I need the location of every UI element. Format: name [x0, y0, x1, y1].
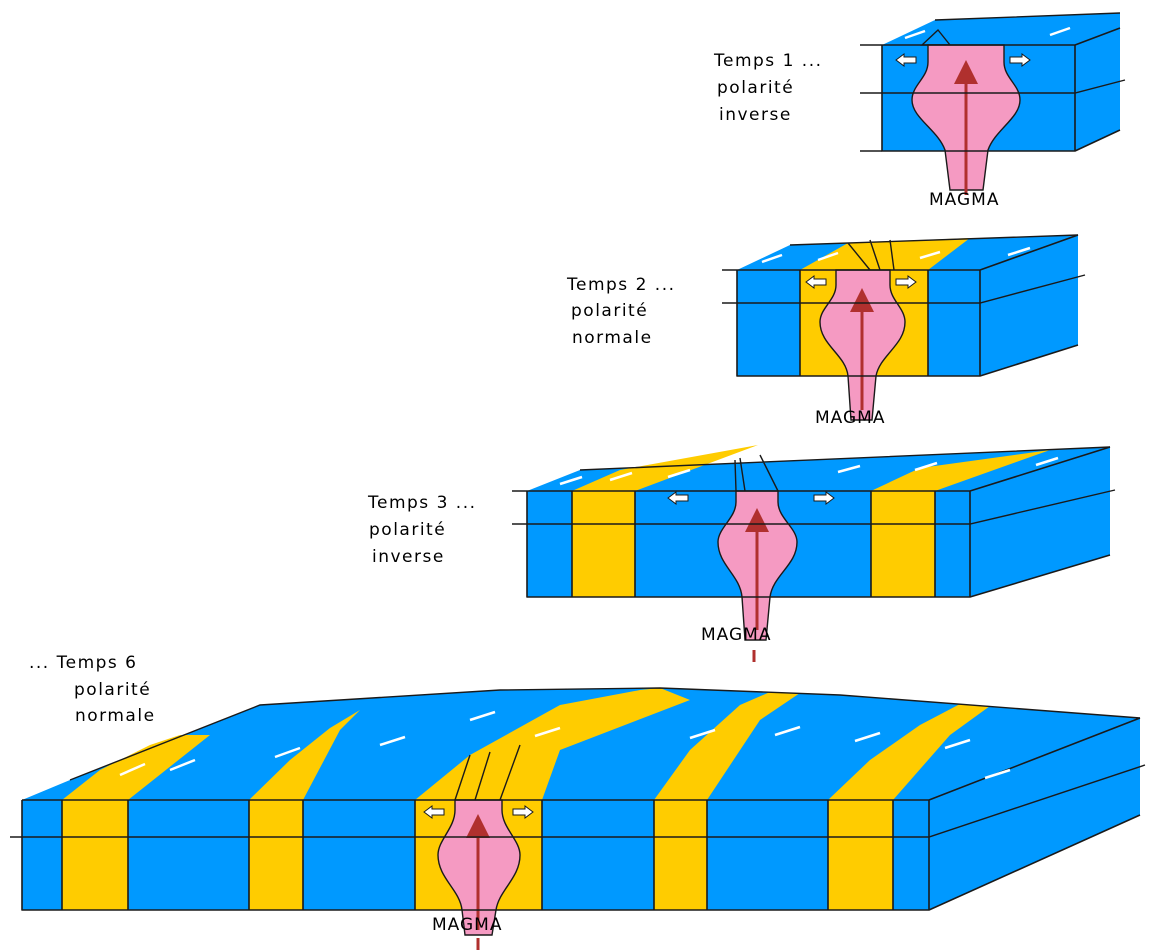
panel-time-3: Temps 3 ... polarité inverse MAGMA [367, 445, 1115, 662]
panel-4-label-line-2: polarité [74, 680, 151, 700]
panel-3-front-normal-right [871, 491, 935, 597]
panel-2-front-inverse-right [928, 270, 980, 376]
panel-1-magma-label: MAGMA [929, 190, 999, 210]
panel-4-label-line-1: ... Temps 6 [29, 653, 138, 673]
panel-3-magma-label: MAGMA [701, 625, 771, 645]
panel-1-label-line-1: Temps 1 ... [713, 51, 823, 71]
panel-4-front-normal-4 [654, 800, 707, 910]
panel-time-1: Temps 1 ... polarité inverse MAGMA [713, 13, 1125, 210]
panel-3-label-line-3: inverse [372, 547, 445, 567]
panel-3-front-normal-left [572, 491, 635, 597]
panel-2-label-line-1: Temps 2 ... [566, 275, 676, 295]
panel-time-2: Temps 2 ... polarité normale MAGMA [566, 235, 1085, 428]
panel-4-label-line-3: normale [75, 706, 156, 726]
panel-time-6: ... Temps 6 polarité normale [10, 653, 1145, 950]
panel-2-magma-label: MAGMA [815, 408, 885, 428]
panel-2-front-inverse-left [737, 270, 800, 376]
panel-4-magma-label: MAGMA [432, 915, 502, 935]
panel-1-label-line-3: inverse [719, 105, 792, 125]
panel-1-label-line-2: polarité [717, 78, 794, 98]
panel-3-label-line-1: Temps 3 ... [367, 493, 477, 513]
panel-4-front-normal-5 [828, 800, 893, 910]
panel-4-front-normal-1 [62, 800, 128, 910]
panel-3-label-line-2: polarité [369, 520, 446, 540]
panel-4-front-normal-2 [249, 800, 303, 910]
panel-2-label-line-3: normale [572, 328, 653, 348]
panel-2-label-line-2: polarité [571, 301, 648, 321]
